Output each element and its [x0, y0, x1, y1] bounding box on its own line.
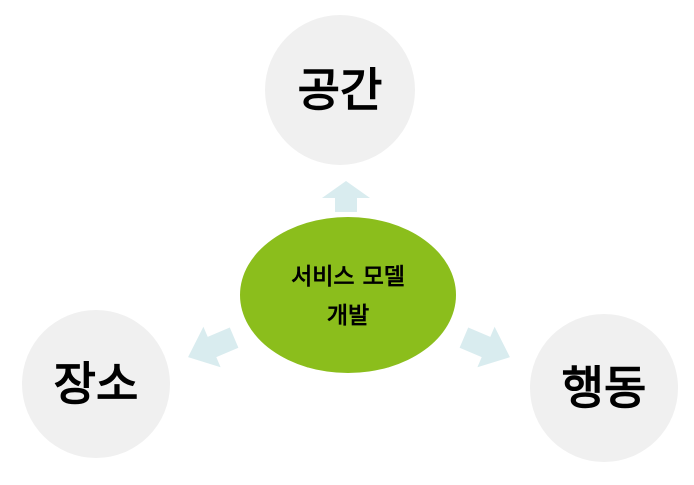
node-space-circle [265, 15, 415, 165]
center-node-label-line2: 개발 [327, 303, 369, 329]
center-node-label-line1: 서비스 모델 [291, 264, 405, 290]
node-behavior-circle [530, 314, 678, 462]
arrow-left-icon [188, 326, 239, 368]
node-behavior: 행동 [530, 314, 678, 462]
node-place-label: 장소 [54, 357, 139, 411]
center-node: 서비스 모델 개발 [240, 217, 456, 373]
node-behavior-label: 행동 [562, 361, 647, 415]
center-node-ellipse [240, 217, 456, 373]
arrow-up-icon [322, 181, 370, 212]
arrow-right-icon [459, 326, 510, 368]
node-place-circle [22, 310, 170, 458]
node-place: 장소 [22, 310, 170, 458]
node-space: 공간 [265, 15, 415, 165]
node-space-label: 공간 [298, 63, 383, 117]
